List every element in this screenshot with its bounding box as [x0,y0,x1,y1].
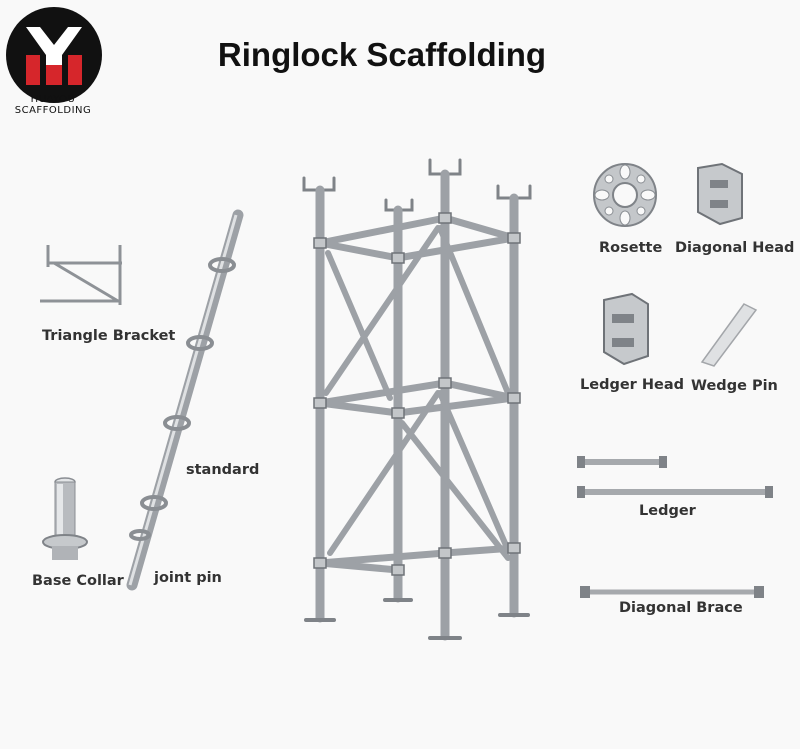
diagonal-head-label: Diagonal Head [675,240,795,256]
rosette-label: Rosette [599,240,663,256]
ledger-head-label: Ledger Head [580,377,684,393]
rosette-image [593,163,657,227]
ledger-image [577,456,773,498]
huayou-logo [6,7,102,103]
triangle-bracket-image [40,245,122,305]
triangle-bracket-label: Triangle Bracket [42,328,176,344]
wedge-pin-image [700,303,758,367]
base-collar-image [42,477,88,560]
base-collar-label: Base Collar [32,573,124,589]
diagonal-brace-label: Diagonal Brace [619,600,743,616]
standard-label: standard [186,462,260,478]
ledger-label: Ledger [639,503,696,519]
logo-text: HUAYOU SCAFFOLDING [14,94,92,116]
joint-pin-label: joint pin [154,570,222,586]
standard-image [126,209,244,591]
page-title: Ringlock Scaffolding [217,36,547,73]
scaffolding-tower-image [302,158,532,641]
wedge-pin-label: Wedge Pin [691,378,778,394]
diagonal-head-image [697,162,743,226]
ledger-head-image [603,292,649,366]
diagonal-brace-image [580,586,764,598]
